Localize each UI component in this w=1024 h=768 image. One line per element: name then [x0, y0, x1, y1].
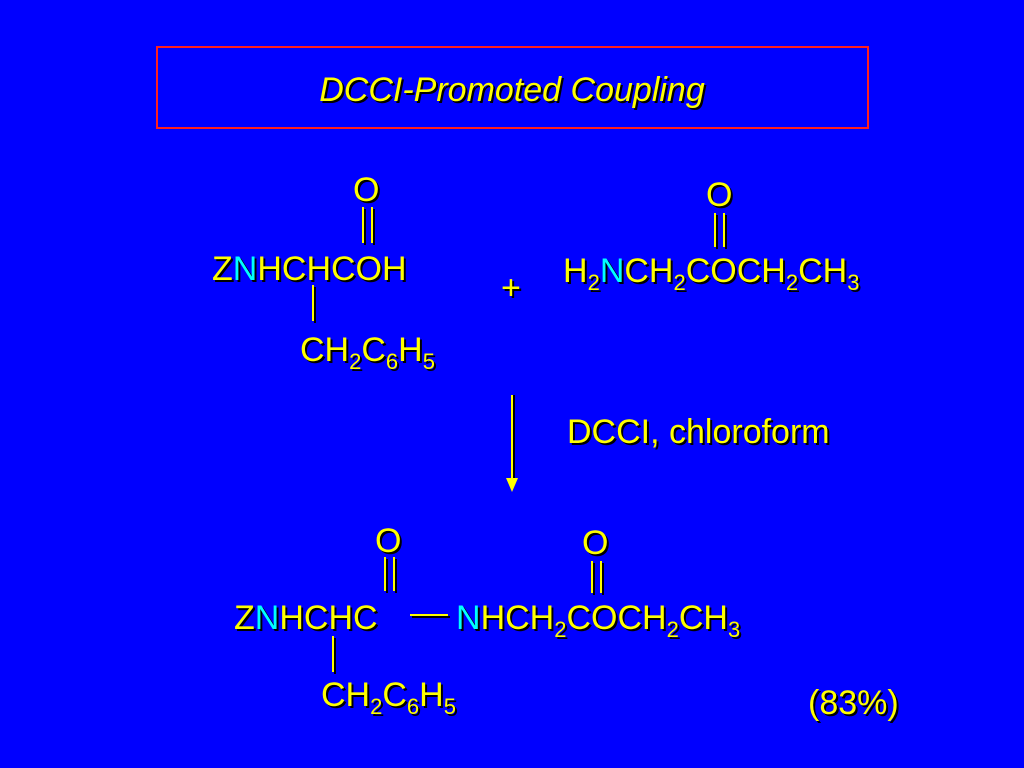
- reaction-arrow-head: [506, 478, 518, 492]
- product-side-chain: CH2C6H5: [321, 676, 456, 719]
- plus-sign: +: [501, 269, 521, 307]
- product-amide-bond: [410, 614, 448, 616]
- reactant2-double-bond-right: [723, 213, 725, 247]
- reactant1-formula: ZNHCHCOH: [212, 250, 407, 288]
- product-double-bond-2-left: [591, 561, 593, 593]
- slide-title: DCCI-Promoted Coupling: [319, 71, 705, 109]
- reactant2-carbonyl-oxygen: O: [706, 176, 733, 214]
- product-formula-right: NHCH2COCH2CH3: [456, 599, 741, 642]
- product-carbonyl-oxygen-1: O: [375, 522, 402, 560]
- reactant1-double-bond-left: [362, 207, 364, 243]
- yield-label: (83%): [808, 684, 899, 722]
- reaction-conditions: DCCI, chloroform: [567, 413, 830, 451]
- reaction-arrow-shaft: [511, 395, 513, 480]
- reactant2-double-bond-left: [714, 213, 716, 247]
- reactant1-double-bond-right: [371, 207, 373, 243]
- product-side-chain-bond: [332, 636, 334, 672]
- reactant1-carbonyl-oxygen: O: [353, 171, 380, 209]
- reactant2-formula: H2NCH2COCH2CH3: [563, 252, 860, 295]
- reactant1-side-chain: CH2C6H5: [300, 331, 435, 374]
- product-carbonyl-oxygen-2: O: [582, 524, 609, 562]
- product-formula-left: ZNHCHC: [234, 599, 378, 637]
- product-double-bond-2-right: [600, 561, 602, 593]
- reactant1-side-chain-bond: [312, 285, 314, 321]
- product-double-bond-1-right: [393, 557, 395, 591]
- title-box: [156, 46, 869, 129]
- product-double-bond-1-left: [384, 557, 386, 591]
